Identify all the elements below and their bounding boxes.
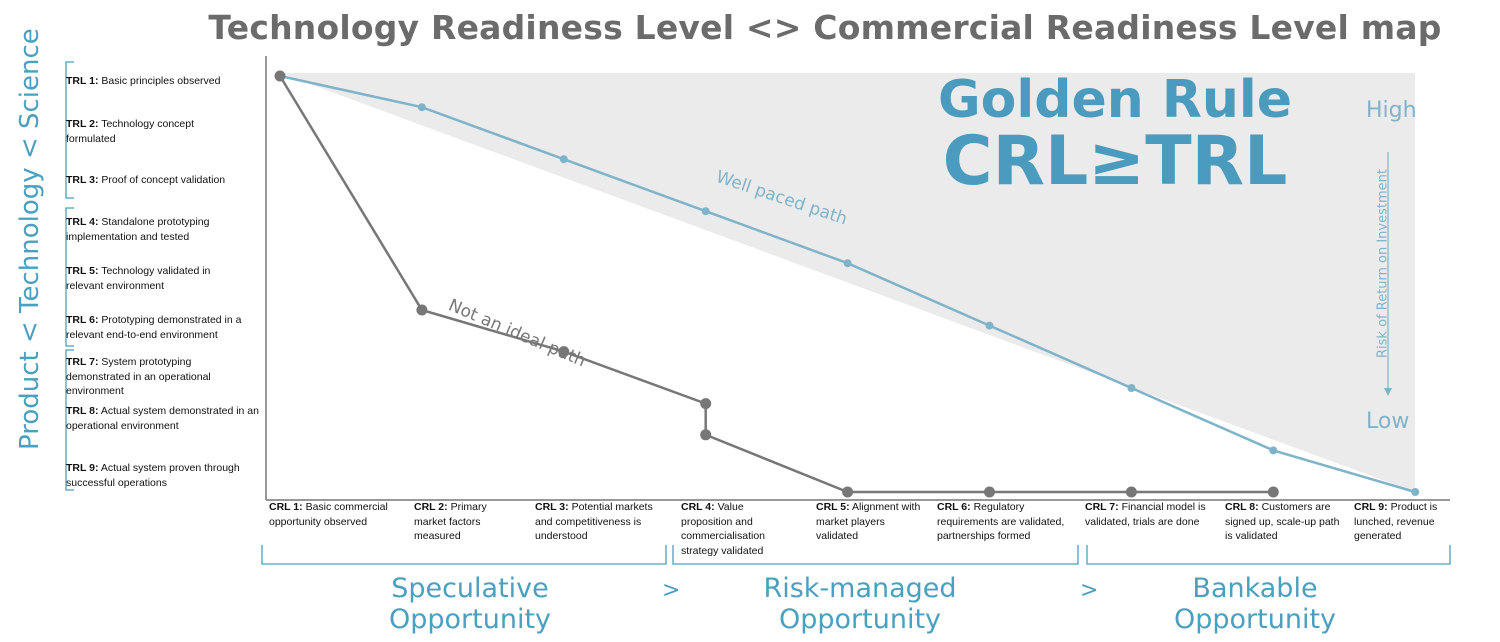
risk-axis-label: Risk of Return on Investment — [1375, 169, 1391, 358]
data-point — [1269, 446, 1278, 455]
crl-item: CRL 6: Regulatory requirements are valid… — [937, 501, 1065, 542]
trl-item: TRL 3: Proof of concept validation — [66, 174, 226, 186]
data-point — [1125, 486, 1137, 498]
data-point — [559, 155, 568, 164]
zone-separator: > — [1080, 578, 1099, 603]
crl-zone-brackets — [261, 545, 1451, 565]
trl-item: TRL 8: Actual system demonstrated in an … — [66, 405, 259, 432]
crl-item: CRL 7: Financial model is validated, tri… — [1085, 501, 1206, 528]
data-point — [985, 321, 994, 330]
golden-rule-heading: Golden Rule — [938, 70, 1292, 130]
trl-item: TRL 9: Actual system proven through succ… — [66, 462, 240, 489]
data-point — [274, 70, 286, 82]
trl-brackets — [65, 61, 74, 491]
trl-bracket — [65, 61, 74, 199]
data-point — [843, 259, 852, 268]
crl-item: CRL 3: Potential markets and competitive… — [535, 501, 653, 542]
crl-item: CRL 5: Alignment with market players val… — [816, 501, 921, 542]
zone-bracket — [261, 545, 667, 565]
data-point — [700, 398, 712, 410]
data-point — [558, 346, 570, 358]
trl-item: TRL 1: Basic principles observed — [66, 75, 221, 87]
page-title: Technology Readiness Level <> Commercial… — [208, 8, 1442, 47]
y-axis-label: Product < Technology < Science — [15, 28, 45, 450]
trl-item: TRL 2: Technology concept formulated — [66, 118, 195, 145]
crl-item: CRL 1: Basic commercial opportunity obse… — [269, 501, 388, 528]
zone-bracket — [1086, 545, 1451, 565]
zone-bracket — [672, 545, 1079, 565]
data-point — [700, 429, 712, 441]
data-point — [1127, 384, 1136, 392]
crl-item: CRL 8: Customers are signed up, scale-up… — [1225, 501, 1340, 542]
golden-rule-formula: CRL≥TRL — [942, 122, 1288, 201]
trl-bracket — [65, 207, 74, 347]
data-point — [984, 486, 995, 498]
crl-item: CRL 9: Product is lunched, revenue gener… — [1354, 501, 1438, 542]
crl-item: CRL 2: Primary market factors measured — [414, 501, 487, 542]
risk-low-label: Low — [1366, 409, 1410, 434]
risk-high-label: High — [1366, 98, 1417, 123]
zone-separator: > — [662, 578, 681, 603]
crl-item: CRL 4: Value proposition and commerciali… — [681, 501, 766, 557]
trl-item: TRL 6: Prototyping demonstrated in a rel… — [66, 314, 242, 341]
not-ideal-path-label: Not an ideal path — [445, 295, 588, 371]
trl-item: TRL 7: System prototyping demonstrated i… — [66, 356, 211, 397]
risk-arrow-head — [1384, 388, 1392, 396]
data-point — [842, 486, 854, 498]
series-layer — [274, 70, 1420, 498]
data-point — [701, 207, 710, 216]
data-point — [1411, 488, 1420, 496]
trl-bracket — [65, 349, 74, 491]
data-point — [1267, 486, 1279, 498]
data-point — [416, 304, 428, 316]
data-point — [417, 103, 426, 112]
trl-item: TRL 5: Technology validated in relevant … — [66, 265, 211, 292]
trl-item: TRL 4: Standalone prototyping implementa… — [66, 216, 210, 243]
